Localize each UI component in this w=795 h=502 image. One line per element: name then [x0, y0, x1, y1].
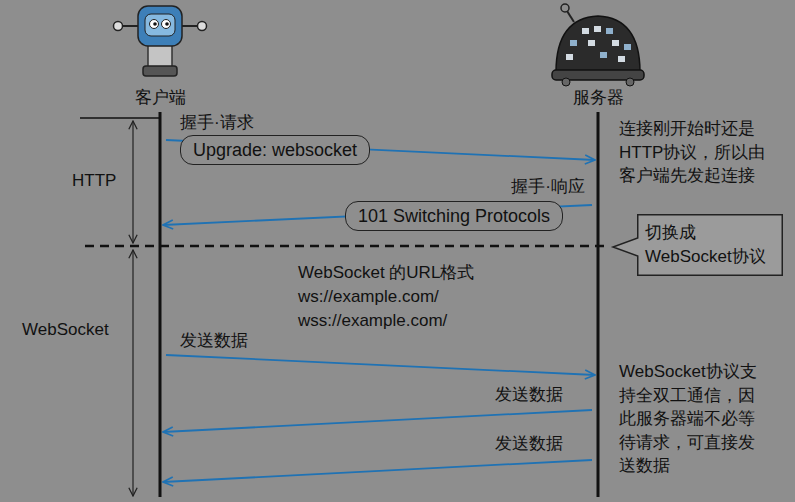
- node-text: 服务器: [573, 88, 624, 108]
- side-note: WebSocket协议支 持全双工通信，因 此服务器端不必等 待请求，可直接发 …: [619, 360, 791, 478]
- robot-eye: [162, 20, 171, 29]
- bracket-top: [80, 117, 160, 119]
- node-text: 切换成 WebSocket协议: [645, 221, 775, 269]
- actor-node: 客户端: [115, 4, 205, 108]
- robot-hand: [114, 22, 123, 31]
- message-box: Upgrade: websocket: [180, 135, 370, 165]
- robot-light: [618, 56, 625, 62]
- robot-head: [138, 6, 182, 46]
- robot-hand: [198, 22, 207, 31]
- phase-label: HTTP: [72, 170, 116, 192]
- message-arrow: [166, 355, 595, 375]
- client-robot: [114, 6, 207, 76]
- robot-light: [594, 26, 601, 32]
- robot-body: [148, 44, 172, 68]
- message-label: 发送数据: [495, 385, 563, 405]
- robot-light: [606, 28, 613, 34]
- message-arrow: [163, 410, 592, 432]
- robot-pupil: [153, 22, 157, 26]
- message-caption: 握手·响应: [511, 176, 585, 198]
- robot-arm: [182, 25, 198, 27]
- robot-light: [582, 28, 589, 34]
- phase-divider: [85, 245, 608, 248]
- robot-light: [588, 40, 595, 46]
- robot-antenna-tip: [561, 4, 569, 12]
- server-robot: [552, 4, 644, 86]
- robot-light: [566, 54, 573, 60]
- robot-pupil: [165, 22, 169, 26]
- message-caption: 握手·请求: [180, 112, 254, 134]
- robot-antenna: [567, 11, 574, 22]
- side-note: 连接刚开始时还是 HTTP协议，所以由 客户端先发起连接: [619, 117, 791, 188]
- lifeline: [597, 112, 600, 497]
- robot-face: [145, 14, 175, 36]
- message-arrow: [163, 460, 592, 482]
- robot-light: [570, 40, 577, 46]
- robot-wheel: [562, 78, 570, 86]
- callout-box: 切换成 WebSocket协议: [637, 214, 783, 276]
- url-heading: WebSocket 的URL格式: [298, 262, 474, 284]
- url-example: wss://example.com/: [298, 310, 447, 332]
- robot-arm: [122, 25, 138, 27]
- phase-bracket: [132, 250, 133, 496]
- lifeline: [159, 112, 162, 497]
- robot-light: [624, 44, 631, 50]
- robot-wheel: [626, 78, 634, 86]
- robot-light: [600, 52, 607, 58]
- actor-node: 服务器: [553, 4, 643, 108]
- node-text: 客户端: [135, 88, 186, 108]
- message-label: 发送数据: [180, 331, 248, 351]
- message-label: 发送数据: [495, 434, 563, 454]
- phase-bracket: [132, 121, 133, 243]
- message-box: 101 Switching Protocols: [345, 201, 563, 231]
- robot-base: [143, 66, 177, 76]
- url-example: ws://example.com/: [298, 286, 439, 308]
- callout-shape: [613, 215, 782, 276]
- phase-label: WebSocket: [22, 319, 109, 341]
- robot-light: [612, 40, 619, 46]
- robot-dome: [556, 16, 640, 72]
- robot-eye: [150, 20, 159, 29]
